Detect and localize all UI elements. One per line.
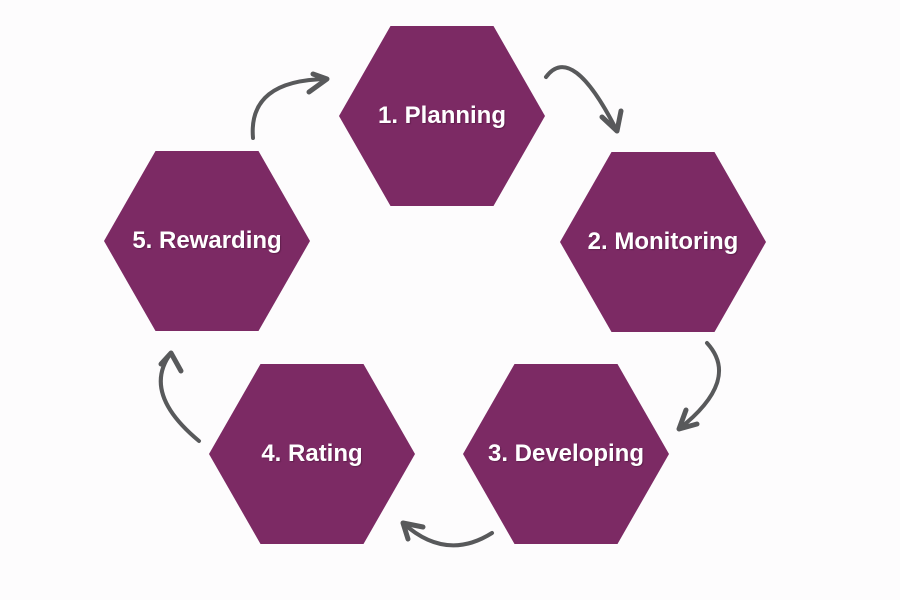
- step-label-rewarding: 5. Rewarding: [132, 227, 282, 254]
- arrow-planning-to-monitoring: [544, 65, 624, 134]
- arrow-monitoring-to-developing: [676, 341, 722, 432]
- hexagon-step-developing: 3. Developing: [463, 364, 669, 544]
- hexagon-step-rating: 4. Rating: [209, 364, 415, 544]
- arrow-developing-to-rating: [400, 520, 494, 548]
- hexagon-step-planning: 1. Planning: [339, 26, 545, 206]
- arrow-rating-to-rewarding: [158, 350, 201, 443]
- step-label-rating: 4. Rating: [261, 440, 363, 467]
- hexagon-step-rewarding: 5. Rewarding: [104, 151, 310, 331]
- step-label-planning: 1. Planning: [377, 102, 506, 129]
- hexagon-step-monitoring: 2. Monitoring: [560, 152, 766, 332]
- arrow-rewarding-to-planning: [250, 71, 330, 140]
- step-label-developing: 3. Developing: [487, 440, 645, 467]
- step-label-monitoring: 2. Monitoring: [587, 228, 739, 255]
